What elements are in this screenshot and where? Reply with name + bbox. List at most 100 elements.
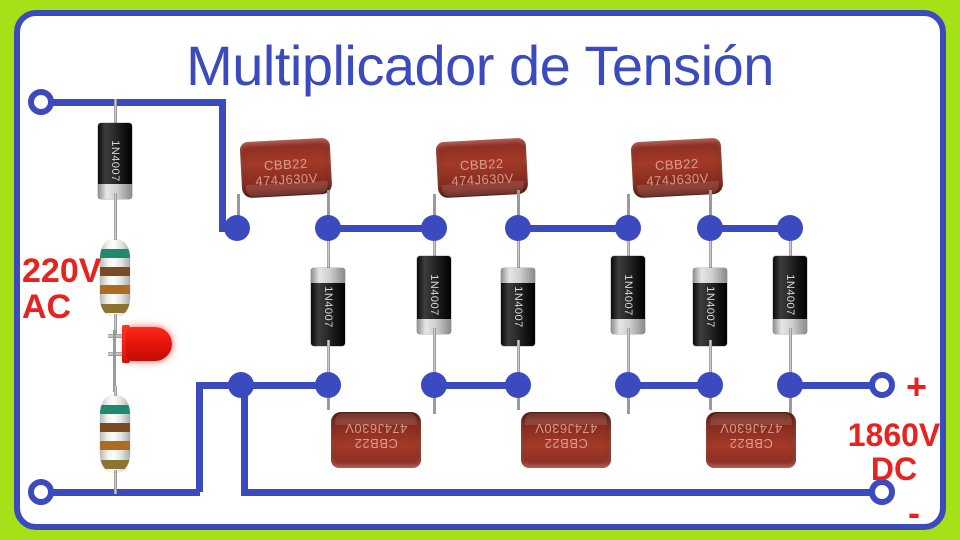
junction-node-top-7	[777, 215, 803, 241]
diode-part-label: 1N4007	[622, 274, 634, 316]
diode-ladder-3: 1N4007	[501, 228, 535, 384]
diode-body: 1N4007	[417, 256, 451, 334]
diode-lead-bottom	[326, 340, 330, 384]
resistor-lead-bottom	[113, 314, 117, 336]
input-voltage-value: 220V	[22, 252, 102, 290]
capacitor-top-1: CBB22 474J630V	[239, 137, 333, 199]
input-voltage-label: 220V AC	[22, 253, 101, 325]
wire-left-return-vertical	[196, 382, 203, 492]
output-voltage-type: DC	[870, 451, 918, 487]
junction-node-bottom-1	[228, 372, 254, 398]
capacitor-top-3-lead-right	[709, 190, 712, 228]
capacitor-label: CBB22 474J630V	[240, 154, 331, 189]
resistor-body	[100, 396, 130, 472]
resistor-upper	[100, 228, 130, 336]
resistor-band-3	[100, 285, 130, 294]
capacitor-bottom-2-lead-right	[627, 382, 630, 414]
capacitor-top-2-lead-right	[517, 190, 520, 228]
capacitor-body: CBB22 474J630V	[435, 137, 529, 199]
diode-body: 1N4007	[98, 123, 132, 199]
led-indicator	[108, 325, 178, 365]
diode-lead-top	[516, 228, 520, 274]
diode-ladder-4: 1N4007	[611, 228, 645, 384]
diode-lead-top	[432, 228, 436, 262]
diode-lead-top	[626, 228, 630, 262]
capacitor-label: CBB22 474J630V	[436, 154, 527, 189]
capacitor-rating: 474J630V	[719, 421, 783, 437]
resistor-band-2	[100, 423, 130, 432]
output-minus-sign: -	[908, 492, 920, 533]
wire-bottom-rail-1	[434, 382, 522, 389]
capacitor-label: CBB22 474J630V	[521, 421, 611, 451]
wire-led-junction	[113, 330, 116, 392]
junction-node-top-1	[224, 215, 250, 241]
junction-node-top-3	[421, 215, 447, 241]
diode-ladder-2: 1N4007	[417, 228, 451, 384]
junction-node-bottom-5	[615, 372, 641, 398]
junction-node-bottom-7	[777, 372, 803, 398]
output-plus-sign: +	[906, 366, 928, 407]
wire-negative-drop-vertical	[241, 382, 248, 496]
capacitor-label: CBB22 474J630V	[631, 154, 722, 189]
diode-lead-top	[788, 228, 792, 262]
input-terminal-bottom[interactable]	[28, 479, 54, 505]
diode-part-label: 1N4007	[512, 286, 524, 328]
diode-lead-top	[708, 228, 712, 274]
diode-ladder-1: 1N4007	[311, 228, 345, 384]
junction-node-bottom-4	[505, 372, 531, 398]
diode-lead-bottom	[626, 328, 630, 384]
resistor-lead-bottom	[113, 470, 117, 494]
diode-lead-bottom	[788, 328, 792, 384]
resistor-band-1	[100, 405, 130, 414]
junction-node-top-4	[505, 215, 531, 241]
wire-negative-bottom-horizontal	[241, 489, 882, 496]
capacitor-top-2: CBB22 474J630V	[435, 137, 529, 199]
resistor-lead-top	[113, 228, 117, 246]
junction-node-top-2	[315, 215, 341, 241]
junction-node-bottom-3	[421, 372, 447, 398]
output-terminal-negative[interactable]	[869, 479, 895, 505]
diode-input: 1N4007	[98, 99, 132, 229]
page-title: Multiplicador de Tensión	[186, 34, 774, 97]
wire-input-top-horizontal	[38, 99, 226, 106]
capacitor-body: CBB22 474J630V	[239, 137, 333, 199]
capacitor-label: CBB22 474J630V	[331, 421, 421, 451]
diode-cathode-band	[98, 184, 132, 199]
output-terminal-positive[interactable]	[869, 372, 895, 398]
led-dome	[126, 327, 172, 361]
diode-lead-top	[326, 228, 330, 274]
capacitor-bottom-1-lead-right	[433, 382, 436, 414]
capacitor-body: CBB22 474J630V	[331, 412, 421, 468]
diode-cathode-band	[417, 319, 451, 334]
diode-body: 1N4007	[501, 268, 535, 346]
wire-bottom-rail-2	[628, 382, 714, 389]
diode-lead-bottom	[516, 340, 520, 384]
diode-lead-top	[113, 99, 117, 129]
diode-cathode-band	[501, 268, 535, 283]
resistor-band-1	[100, 249, 130, 258]
resistor-band-2	[100, 267, 130, 276]
diode-lead-bottom	[432, 328, 436, 384]
capacitor-rating: 474J630V	[344, 421, 408, 437]
diode-part-label: 1N4007	[428, 274, 440, 316]
input-terminal-top[interactable]	[28, 89, 54, 115]
capacitor-body: CBB22 474J630V	[521, 412, 611, 468]
wire-bottom-rail-3-out	[790, 382, 882, 389]
capacitor-bottom-3-lead-right	[789, 382, 792, 414]
diode-ladder-5: 1N4007	[693, 228, 727, 384]
diode-body: 1N4007	[311, 268, 345, 346]
capacitor-bottom-3: CBB22 474J630V	[706, 412, 796, 468]
diode-cathode-band	[611, 319, 645, 334]
junction-node-top-5	[615, 215, 641, 241]
capacitor-body: CBB22 474J630V	[706, 412, 796, 468]
led-lead-anode	[108, 334, 130, 338]
junction-node-top-6	[697, 215, 723, 241]
diode-part-label: 1N4007	[109, 140, 121, 182]
diode-lead-bottom	[708, 340, 712, 384]
input-voltage-type: AC	[22, 288, 72, 326]
resistor-band-4	[100, 304, 130, 313]
capacitor-top-1-lead-left	[237, 194, 240, 228]
diode-body: 1N4007	[773, 256, 807, 334]
diode-body: 1N4007	[693, 268, 727, 346]
